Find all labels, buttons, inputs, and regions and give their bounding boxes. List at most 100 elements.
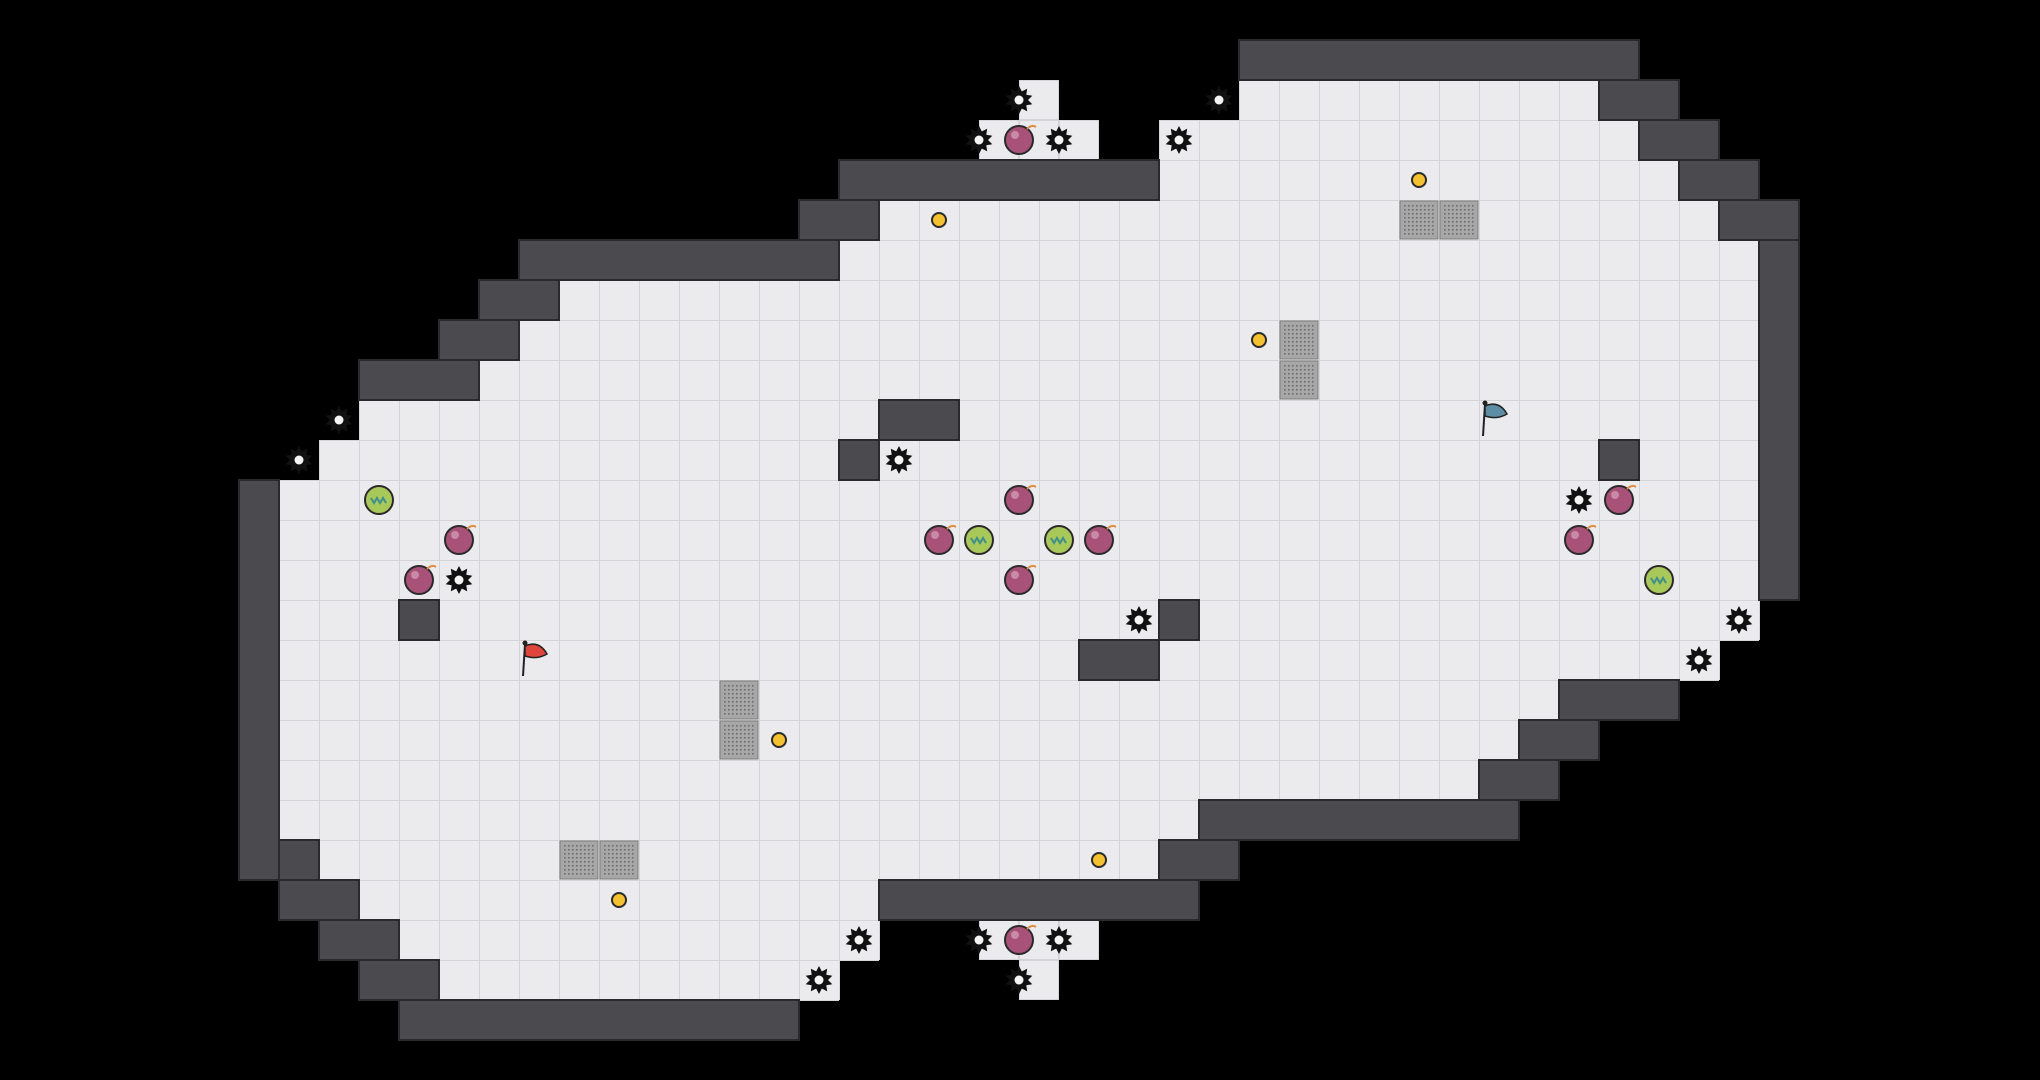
- grate-hole: [612, 873, 614, 875]
- grate-hole: [736, 729, 738, 731]
- grate-hole: [564, 861, 566, 863]
- grate-hole: [1296, 385, 1298, 387]
- grate-hole: [1288, 341, 1290, 343]
- grate-hole: [608, 845, 610, 847]
- wall-block: [278, 879, 360, 921]
- grate-hole: [1292, 373, 1294, 375]
- grate-hole: [728, 693, 730, 695]
- grate-hole: [732, 705, 734, 707]
- grate-hole: [564, 865, 566, 867]
- saw-hub: [974, 135, 984, 145]
- grate-hole: [724, 689, 726, 691]
- grate-hole: [724, 745, 726, 747]
- flag-cloth: [524, 643, 549, 659]
- grate-hole: [744, 725, 746, 727]
- grate-hole: [1408, 229, 1410, 231]
- grate-hole: [732, 753, 734, 755]
- wall-block: [1198, 799, 1520, 841]
- slime-zigzag: [1050, 536, 1067, 545]
- grate-hole: [1416, 233, 1418, 235]
- bomb-icon: [1004, 484, 1037, 515]
- saw-blade-icon: [1685, 646, 1713, 674]
- grate-hole: [1284, 365, 1286, 367]
- grate-hole: [576, 869, 578, 871]
- saw-blade-icon: [1045, 126, 1073, 154]
- grate-hole: [1404, 229, 1406, 231]
- grate-hole: [728, 741, 730, 743]
- grate-hole: [1288, 365, 1290, 367]
- bomb-icon: [1604, 484, 1637, 515]
- grate-hole: [564, 869, 566, 871]
- grate-hole: [628, 853, 630, 855]
- grate-hole: [736, 697, 738, 699]
- grate-hole: [588, 845, 590, 847]
- grate-hole: [1300, 365, 1302, 367]
- bomb-fuse: [1586, 524, 1597, 530]
- grate-hole: [1472, 225, 1474, 227]
- grate-frame: [1439, 200, 1479, 240]
- grate-hole: [1312, 349, 1314, 351]
- grate-hole: [728, 709, 730, 711]
- grate-hole: [740, 729, 742, 731]
- grate-hole: [1460, 205, 1462, 207]
- grate-hole: [732, 713, 734, 715]
- grate-hole: [1308, 381, 1310, 383]
- grate-hole: [1296, 337, 1298, 339]
- grate-hole: [1408, 221, 1410, 223]
- wall-block: [878, 879, 1200, 921]
- wall-block: [1158, 839, 1240, 881]
- grate-hole: [1420, 213, 1422, 215]
- grate-hole: [1312, 369, 1314, 371]
- bomb-fuse: [946, 524, 957, 530]
- grate-hole: [1464, 217, 1466, 219]
- grate-hole: [628, 857, 630, 859]
- saw-hub: [1174, 135, 1184, 145]
- grate-hole: [732, 693, 734, 695]
- grate-hole: [1456, 217, 1458, 219]
- grate-hole: [584, 869, 586, 871]
- bomb-fuse: [466, 524, 477, 530]
- grate-hole: [1300, 373, 1302, 375]
- wall-block: [1598, 439, 1640, 481]
- saw-blade-icon: [285, 446, 313, 474]
- grate-hole: [752, 725, 754, 727]
- grate-hole: [608, 873, 610, 875]
- grate-hole: [588, 865, 590, 867]
- grate-hole: [732, 725, 734, 727]
- grate-hole: [740, 753, 742, 755]
- grate-hole: [728, 753, 730, 755]
- grate-hole: [724, 693, 726, 695]
- grate-hole: [1428, 229, 1430, 231]
- grate-hole: [1444, 229, 1446, 231]
- grate-hole: [1404, 221, 1406, 223]
- grate-hole: [728, 713, 730, 715]
- grate-hole: [572, 861, 574, 863]
- flag-cloth: [1484, 403, 1509, 419]
- grate-hole: [1416, 217, 1418, 219]
- grate-hole: [1284, 353, 1286, 355]
- grate-hole: [1308, 393, 1310, 395]
- grate-hole: [748, 741, 750, 743]
- grate-hole: [744, 745, 746, 747]
- grate-hole: [1412, 217, 1414, 219]
- grate-hole: [1468, 233, 1470, 235]
- grate-hole: [564, 853, 566, 855]
- grate-hole: [1412, 209, 1414, 211]
- grate-hole: [1408, 209, 1410, 211]
- grate-hole: [1300, 341, 1302, 343]
- grate-hole: [752, 685, 754, 687]
- grate-hole: [572, 853, 574, 855]
- grate-hole: [632, 857, 634, 859]
- grate-hole: [1404, 209, 1406, 211]
- grate-hole: [632, 845, 634, 847]
- grate-hole: [588, 861, 590, 863]
- grate-hole: [752, 701, 754, 703]
- grate-hole: [576, 849, 578, 851]
- grate-hole: [1456, 229, 1458, 231]
- saw-blade-icon: [1045, 926, 1073, 954]
- grate-hole: [744, 733, 746, 735]
- grate-hole: [1312, 373, 1314, 375]
- grate-hole: [744, 737, 746, 739]
- grate-hole: [1432, 221, 1434, 223]
